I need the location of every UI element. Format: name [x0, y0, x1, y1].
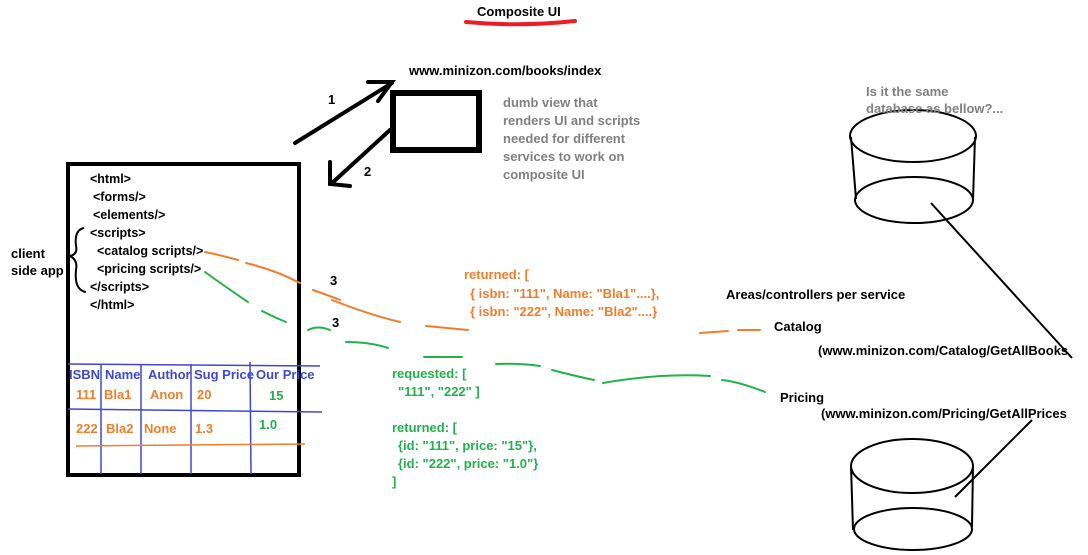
table-cell-our-price-2: 1.0: [259, 417, 278, 432]
view-note-line-1: dumb view that: [503, 95, 598, 110]
code-line-elements: <elements/>: [93, 208, 166, 222]
arrow-response: [328, 128, 392, 188]
title-underline: [464, 19, 577, 27]
pricing-requested-line-2: "111", "222" ]: [398, 384, 480, 399]
catalog-db-connector: [930, 202, 1073, 359]
table-cell-author-2: None: [144, 421, 177, 436]
client-brace: [67, 227, 87, 293]
table-header-author: Author: [148, 367, 191, 382]
code-line-forms: <forms/>: [93, 190, 146, 204]
table-grid: [67, 361, 323, 475]
table-header-isbn: ISBN: [69, 367, 101, 382]
table-cell-our-price-1: 15: [269, 388, 284, 403]
table-header-name: Name: [105, 367, 141, 382]
arrow-3b-label: 3: [332, 315, 340, 330]
pricing-flow-line: [204, 271, 766, 393]
code-line-html-open: <html>: [90, 172, 131, 186]
client-app-box: [66, 162, 301, 477]
pricing-db-connector: [954, 419, 1033, 498]
pricing-returned-line-2: {id: "111", price: "15"},: [398, 438, 537, 453]
pricing-returned-line-1: returned: [: [392, 420, 457, 435]
catalog-flow-line: [204, 251, 761, 334]
catalog-returned-line-1: returned: [: [464, 267, 529, 282]
table-row-separator: [75, 443, 306, 447]
code-line-scripts-close: </scripts>: [90, 280, 150, 294]
pricing-returned-line-4: ]: [392, 474, 397, 489]
code-line-catalog-scripts: <catalog scripts/>: [97, 244, 204, 258]
table-header-sug-price: Sug Price: [194, 367, 254, 382]
view-note-line-4: services to work on: [503, 149, 625, 164]
table-cell-name-1: Bla1: [104, 387, 132, 402]
pricing-service-label: Pricing: [780, 390, 825, 405]
pricing-service-url: (www.minizon.com/Pricing/GetAllPrices: [821, 406, 1067, 421]
catalog-service-label: Catalog: [774, 319, 822, 334]
pricing-requested-line-1: requested: [: [392, 366, 467, 381]
code-line-html-close: </html>: [90, 298, 135, 312]
view-note-line-5: composite UI: [503, 167, 585, 182]
db-question-line-1: Is it the same: [866, 84, 949, 99]
arrow-3a-label: 3: [330, 273, 338, 288]
view-note-line-3: needed for different: [503, 131, 626, 146]
code-line-scripts-open: <scripts>: [90, 226, 146, 240]
arrow-request: [293, 80, 396, 145]
arrow-1-label: 1: [328, 92, 336, 107]
table-cell-sug-price-2: 1.3: [195, 421, 214, 436]
table-cell-isbn-1: 111: [76, 387, 97, 402]
client-label-line-1: client: [11, 246, 45, 261]
arrow-2-label: 2: [364, 164, 372, 179]
catalog-returned-line-2: { isbn: "111", Name: "Bla1"....},: [470, 286, 660, 301]
catalog-returned-line-3: { isbn: "222", Name: "Bla2"....}: [470, 304, 658, 319]
table-cell-sug-price-1: 20: [197, 387, 212, 402]
pricing-returned-line-3: {id: "222", price: "1.0"}: [398, 456, 539, 471]
table-cell-isbn-2: 222: [76, 421, 98, 436]
table-cell-name-2: Bla2: [106, 421, 134, 436]
table-cell-author-1: Anon: [150, 387, 184, 402]
view-note-line-2: renders UI and scripts: [503, 113, 641, 128]
main-url-label: www.minizon.com/books/index: [409, 63, 602, 78]
code-line-pricing-scripts: <pricing scripts/>: [97, 262, 202, 276]
db-question-line-2: database as bellow?...: [866, 101, 1004, 116]
areas-label: Areas/controllers per service: [726, 287, 906, 302]
client-label-line-2: side app: [11, 263, 64, 278]
catalog-service-url: (www.minizon.com/Catalog/GetAllBooks: [818, 343, 1069, 358]
database-bottom: [850, 438, 974, 551]
database-top: [849, 109, 977, 224]
table-header-our-price: Our Price: [256, 367, 315, 382]
view-box: [390, 90, 482, 153]
diagram-title: Composite UI: [477, 4, 561, 19]
